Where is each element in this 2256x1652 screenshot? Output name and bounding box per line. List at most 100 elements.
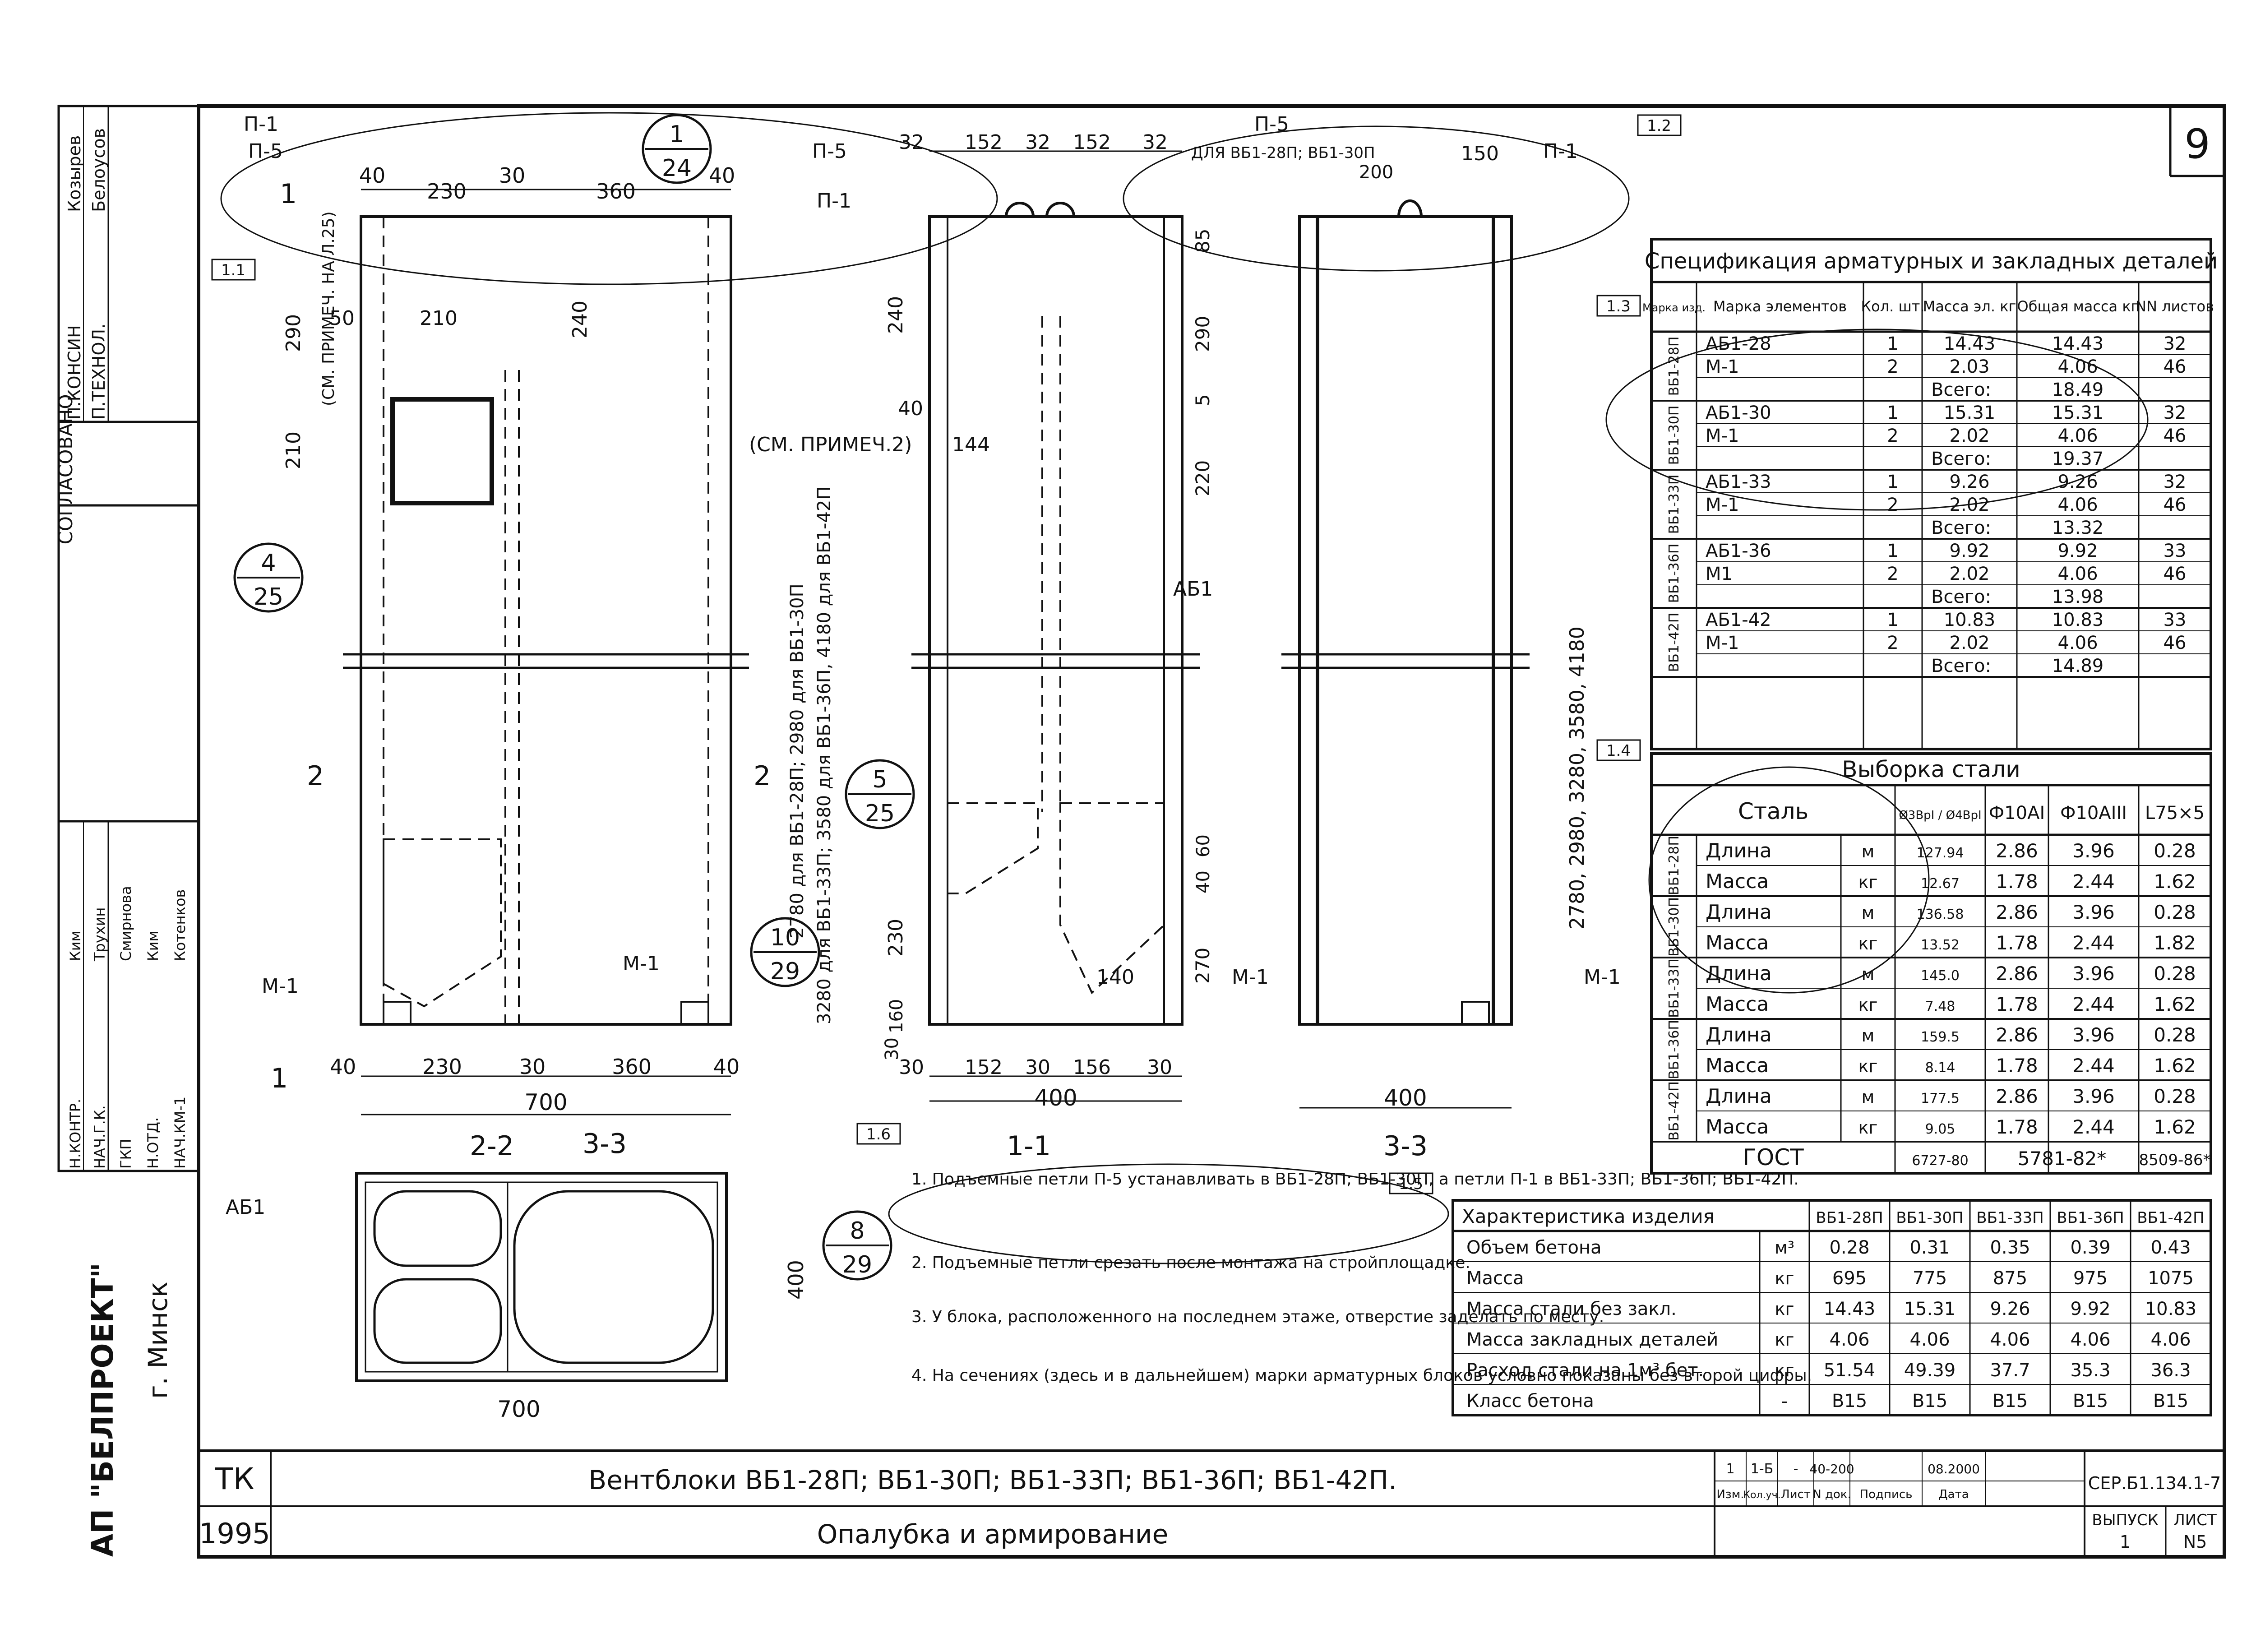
steel-value: 1.62 — [2154, 1055, 2196, 1077]
rev-head-5: Дата — [1938, 1488, 1969, 1501]
spec-element: АБ1-33 — [1706, 472, 1771, 492]
steel-unit: м — [1862, 842, 1875, 861]
steel-value: 1.82 — [2154, 932, 2196, 954]
svg-text:1.4: 1.4 — [1606, 742, 1631, 760]
char-col-header: ВБ1-36П — [2057, 1209, 2124, 1227]
steel-row-name: Масса — [1706, 1054, 1769, 1077]
spec-mass: 2.02 — [1949, 633, 1989, 653]
char-col-header: ВБ1-30П — [1896, 1209, 1963, 1227]
vdim-11-4: 30 — [882, 1037, 902, 1060]
char-value: 0.31 — [1909, 1237, 1950, 1258]
gost-value: 5781-82* — [2018, 1148, 2107, 1170]
spec-header: Общая масса кг — [2017, 298, 2139, 315]
org-code: ТК — [214, 1462, 254, 1496]
spec-total-mass: 4.06 — [2057, 426, 2098, 446]
side-name-4: Трухин — [91, 907, 108, 962]
spec-total-mass: 4.06 — [2057, 495, 2098, 515]
char-value: 35.3 — [2070, 1360, 2110, 1381]
svg-text:4: 4 — [261, 550, 276, 577]
plan-width: 700 — [497, 1396, 540, 1422]
char-value: 37.7 — [1990, 1360, 2030, 1381]
char-value: B15 — [2073, 1391, 2108, 1411]
spec-element: М-1 — [1706, 356, 1739, 377]
dim-22-overall: 700 — [524, 1089, 567, 1115]
spec-group-mark: ВБ1-28П — [1666, 337, 1682, 396]
steel-unit: кг — [1858, 934, 1878, 953]
steel-unit: м — [1862, 1026, 1875, 1046]
spec-element: М-1 — [1706, 633, 1739, 653]
steel-value: 127.94 — [1917, 845, 1964, 861]
steel-value: 3.96 — [2072, 1085, 2115, 1107]
dim-22-top-4: 40 — [709, 163, 735, 188]
char-value: 4.06 — [1909, 1329, 1950, 1350]
rev-head-4: Подпись — [1860, 1488, 1913, 1501]
spec-total-label: Всего: — [1931, 518, 1991, 538]
view-3-3: 400 3-3 150 200 2780, 2980, 3280, 3580, … — [1173, 140, 1621, 1162]
steel-value: 1.78 — [1996, 932, 2038, 954]
callout-4-25: 4 25 — [233, 542, 304, 613]
char-row-name: Масса — [1466, 1268, 1524, 1289]
dim-11-bot-0: 30 — [899, 1056, 924, 1079]
steel-value: 1.78 — [1996, 993, 2038, 1015]
steel-unit: м — [1862, 964, 1875, 984]
steel-row-name: Масса — [1706, 1115, 1769, 1138]
steel-value: 7.48 — [1925, 999, 1956, 1014]
char-value: 4.06 — [2070, 1329, 2110, 1350]
dim-22-bot-3: 360 — [612, 1055, 652, 1079]
view-title-3-3: 3-3 — [1383, 1130, 1428, 1162]
spec-header: Масса эл. кг — [1923, 298, 2016, 315]
char-row-name: Масса закладных деталей — [1466, 1329, 1718, 1350]
spec-element: М1 — [1706, 564, 1733, 584]
spec-total-mass: 4.06 — [2057, 564, 2098, 584]
char-value: 36.3 — [2150, 1360, 2191, 1381]
label-p1-33: П-1 — [1543, 140, 1578, 163]
char-unit: м³ — [1775, 1238, 1794, 1258]
char-row-name: Объем бетона — [1466, 1237, 1602, 1258]
spec-mass: 10.83 — [1944, 610, 1996, 630]
dim-11-top-4: 32 — [1142, 131, 1168, 154]
spec-mass: 9.26 — [1949, 472, 1989, 492]
steel-row-mark: ВБ1-33П — [1666, 958, 1682, 1018]
side-name-7: Котенков — [171, 889, 189, 961]
rev-head-3: N док. — [1812, 1488, 1851, 1501]
char-row-name: Класс бетона — [1466, 1391, 1594, 1411]
spec-header: Кол. шт. — [1861, 298, 1924, 315]
steel-unit: м — [1862, 1087, 1875, 1107]
spec-group-total: 13.32 — [2052, 518, 2104, 538]
see-note-25: (СМ. ПРИМЕЧ. НА Л.25) — [319, 211, 338, 406]
char-unit: кг — [1775, 1299, 1794, 1319]
steel-unit: кг — [1858, 1056, 1878, 1076]
rev-head-0: Изм. — [1716, 1488, 1744, 1501]
steel-value: 0.28 — [2154, 1085, 2196, 1107]
steel-unit: м — [1862, 903, 1875, 923]
dim-11-top-1: 152 — [965, 131, 1003, 154]
spec-total-mass: 15.31 — [2052, 403, 2104, 423]
dim-22-bot-0: 40 — [330, 1055, 356, 1079]
spec-header: NN листов — [2136, 298, 2214, 315]
plan-height: 400 — [784, 1260, 808, 1300]
sheet-value: N5 — [2183, 1532, 2207, 1552]
spec-total-mass: 14.43 — [2052, 333, 2104, 354]
spec-title: Спецификация арматурных и закладных дета… — [1645, 249, 2218, 274]
steel-value: 0.28 — [2154, 901, 2196, 923]
spec-group-total: 13.98 — [2052, 587, 2104, 607]
plan-3-3: 3-3 700 400 АБ1 — [226, 1128, 808, 1422]
svg-text:24: 24 — [662, 155, 692, 182]
side-name-6: Ким — [144, 930, 162, 961]
spec-sheets: 46 — [2164, 564, 2187, 584]
dim-22-top-0: 40 — [359, 163, 386, 188]
char-value: B15 — [2153, 1391, 2188, 1411]
char-value: 14.43 — [1824, 1299, 1876, 1319]
spec-mass: 2.02 — [1949, 495, 1989, 515]
view-title-2-2: 2-2 — [470, 1130, 514, 1162]
dim-11-top-3: 152 — [1073, 131, 1111, 154]
steel-header: L75×5 — [2145, 803, 2205, 824]
steel-value: 159.5 — [1921, 1029, 1960, 1045]
spec-qty: 2 — [1887, 495, 1898, 515]
steel-value: 2.44 — [2072, 870, 2115, 893]
steel-value: 0.28 — [2154, 1024, 2196, 1046]
dim-22-bot-2: 30 — [519, 1055, 546, 1079]
steel-value: 2.86 — [1996, 1024, 2038, 1046]
spec-header: Марка элементов — [1713, 298, 1847, 315]
